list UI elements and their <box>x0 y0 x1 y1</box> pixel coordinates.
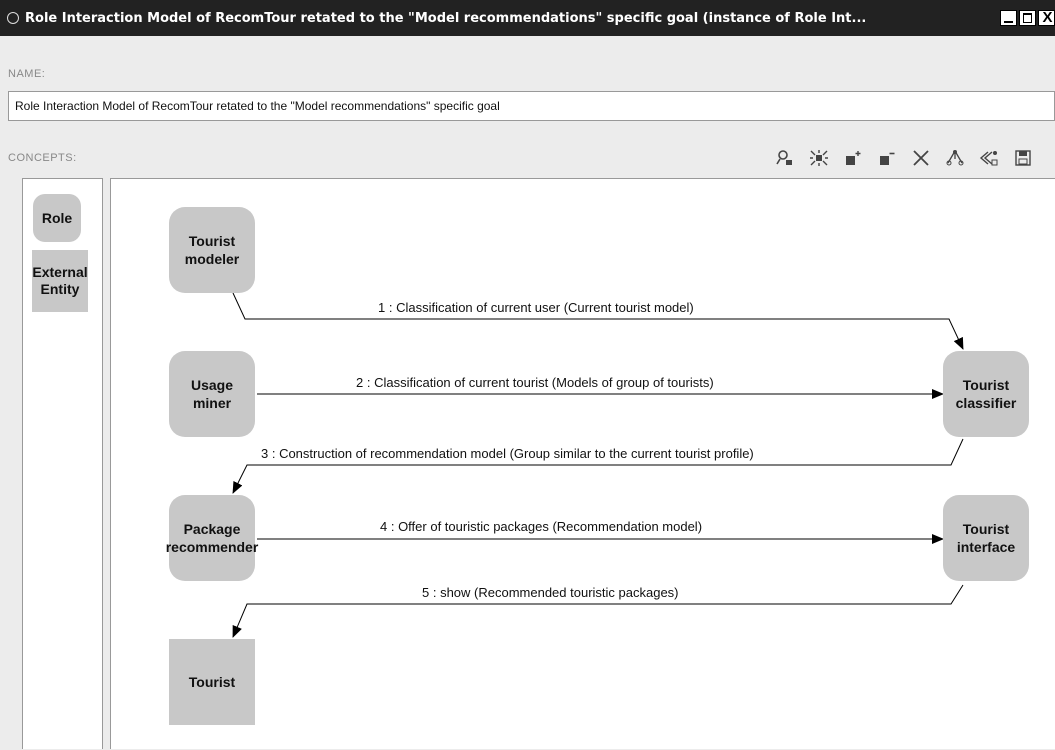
message-edges <box>232 292 964 638</box>
node-tourist-classifier[interactable]: Tourist classifier <box>943 351 1029 437</box>
save-icon <box>1015 150 1031 166</box>
app-icon <box>7 12 19 24</box>
message-label-3: 3 : Construction of recommendation model… <box>261 446 754 461</box>
node-package-recommender[interactable]: Package recommender <box>166 495 258 581</box>
palette-external-entity[interactable]: External Entity <box>32 250 88 312</box>
edge-5[interactable] <box>232 584 964 638</box>
close-icon: X <box>1042 9 1053 26</box>
message-label-4: 4 : Offer of touristic packages (Recomme… <box>380 519 703 534</box>
add-node-icon <box>846 151 861 165</box>
concepts-palette: Role External Entity <box>22 178 103 749</box>
diagram-toolbar <box>770 145 1055 171</box>
edge-3[interactable] <box>232 438 964 494</box>
message-label-5: 5 : show (Recommended touristic packages… <box>422 585 679 600</box>
delete-button[interactable] <box>906 146 936 170</box>
node-usage-miner[interactable]: Usage miner <box>169 351 255 437</box>
maximize-button[interactable] <box>1019 10 1036 26</box>
diagram-canvas[interactable]: Tourist modeler Usage miner Package reco… <box>110 178 1055 749</box>
fit-button[interactable] <box>804 146 834 170</box>
node-tourist-modeler[interactable]: Tourist modeler <box>169 207 255 293</box>
share-icon <box>979 151 998 166</box>
window-title-bar[interactable]: Role Interaction Model of RecomTour reta… <box>0 0 1055 36</box>
zoom-person-icon <box>776 150 792 165</box>
minimize-button[interactable] <box>1000 10 1017 26</box>
window-title: Role Interaction Model of RecomTour reta… <box>25 10 867 26</box>
message-label-2: 2 : Classification of current tourist (M… <box>356 375 714 390</box>
name-label: NAME: <box>8 68 46 80</box>
remove-node-icon <box>880 152 895 165</box>
node-tourist-interface[interactable]: Tourist interface <box>943 495 1029 581</box>
concepts-label: CONCEPTS: <box>8 152 77 164</box>
name-field[interactable] <box>8 91 1055 121</box>
layout-tree-button[interactable] <box>940 146 970 170</box>
message-label-1: 1 : Classification of current user (Curr… <box>378 300 694 315</box>
close-button[interactable]: X <box>1038 9 1055 26</box>
delete-icon <box>913 150 929 166</box>
edge-1[interactable] <box>232 292 964 350</box>
fit-icon <box>810 150 828 166</box>
add-node-button[interactable] <box>838 146 868 170</box>
save-button[interactable] <box>1008 146 1038 170</box>
zoom-person-button[interactable] <box>770 146 800 170</box>
remove-node-button[interactable] <box>872 146 902 170</box>
layout-tree-icon <box>946 150 964 166</box>
node-tourist[interactable]: Tourist <box>169 639 255 725</box>
share-button[interactable] <box>974 146 1004 170</box>
palette-role[interactable]: Role <box>33 194 81 242</box>
